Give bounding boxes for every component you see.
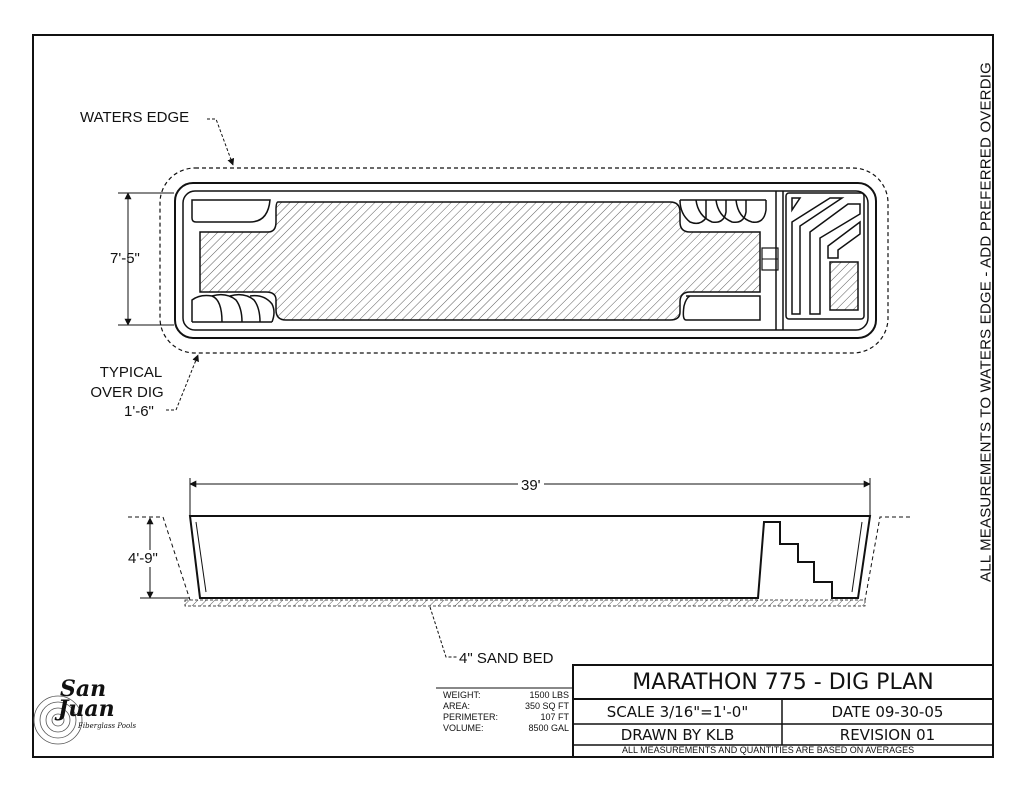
date-cell: DATE 09-30-05 bbox=[831, 703, 944, 721]
spec-label: VOLUME: bbox=[443, 723, 484, 733]
spec-label: WEIGHT: bbox=[443, 690, 481, 700]
waters-edge-label: WATERS EDGE bbox=[80, 109, 190, 126]
spec-label: PERIMETER: bbox=[443, 712, 499, 722]
sand-bed-label: 4" SAND BED bbox=[459, 650, 554, 667]
bench-bottom-right bbox=[682, 295, 761, 321]
logo-tagline: Fiberglass Pools bbox=[78, 722, 137, 730]
spec-value: 350 SQ FT bbox=[524, 701, 569, 711]
spec-value: 1500 LBS bbox=[529, 690, 569, 700]
san-juan-logo bbox=[33, 695, 83, 745]
logo-line1: San bbox=[60, 676, 107, 702]
bench-top-left bbox=[191, 199, 271, 223]
pool-profile-shell bbox=[188, 515, 872, 599]
steps-top-right bbox=[679, 199, 767, 225]
spec-value: 107 FT bbox=[540, 712, 569, 722]
depth-dimension: 4'-9" bbox=[128, 550, 158, 567]
length-dimension: 39' bbox=[518, 477, 544, 494]
overdig-outline bbox=[159, 167, 889, 354]
pool-inner-shell bbox=[182, 190, 869, 331]
over-dig-label: OVER DIG bbox=[90, 384, 164, 401]
title-block bbox=[436, 664, 994, 758]
width-dimension: 7'-5" bbox=[110, 250, 140, 267]
profile-view bbox=[128, 478, 910, 658]
scale-cell: SCALE 3/16"=1'-0" bbox=[606, 703, 749, 721]
spec-label: AREA: bbox=[443, 701, 471, 711]
overdig-dimension: 1'-6" bbox=[124, 403, 154, 420]
spec-value: 8500 GAL bbox=[528, 723, 569, 733]
drawing-title: MARATHON 775 - DIG PLAN bbox=[632, 669, 934, 695]
sheet-border bbox=[32, 34, 994, 758]
waters-edge-note: ALL MEASUREMENTS TO WATERS EDGE - ADD PR… bbox=[977, 62, 995, 582]
typical-label: TYPICAL bbox=[99, 364, 163, 381]
averages-footnote: ALL MEASUREMENTS AND QUANTITIES ARE BASE… bbox=[622, 745, 915, 755]
spec-row: WEIGHT: 1500 LBS bbox=[443, 690, 569, 701]
plan-view bbox=[118, 118, 889, 411]
logo-line2: Juan bbox=[58, 696, 115, 722]
pool-floor-hatch bbox=[199, 201, 761, 321]
spec-row: AREA: 350 SQ FT bbox=[443, 701, 569, 712]
sand-bed bbox=[184, 599, 866, 607]
pool-outer-shell bbox=[174, 182, 877, 339]
revision-cell: REVISION 01 bbox=[839, 726, 936, 744]
drawn-by-cell: DRAWN BY KLB bbox=[620, 726, 735, 744]
steps-bottom-left bbox=[191, 293, 275, 323]
spec-table: WEIGHT: 1500 LBS AREA: 350 SQ FT PERIMET… bbox=[443, 690, 569, 734]
corner-steps-right bbox=[785, 192, 865, 320]
spec-row: PERIMETER: 107 FT bbox=[443, 712, 569, 723]
spec-row: VOLUME: 8500 GAL bbox=[443, 723, 569, 734]
